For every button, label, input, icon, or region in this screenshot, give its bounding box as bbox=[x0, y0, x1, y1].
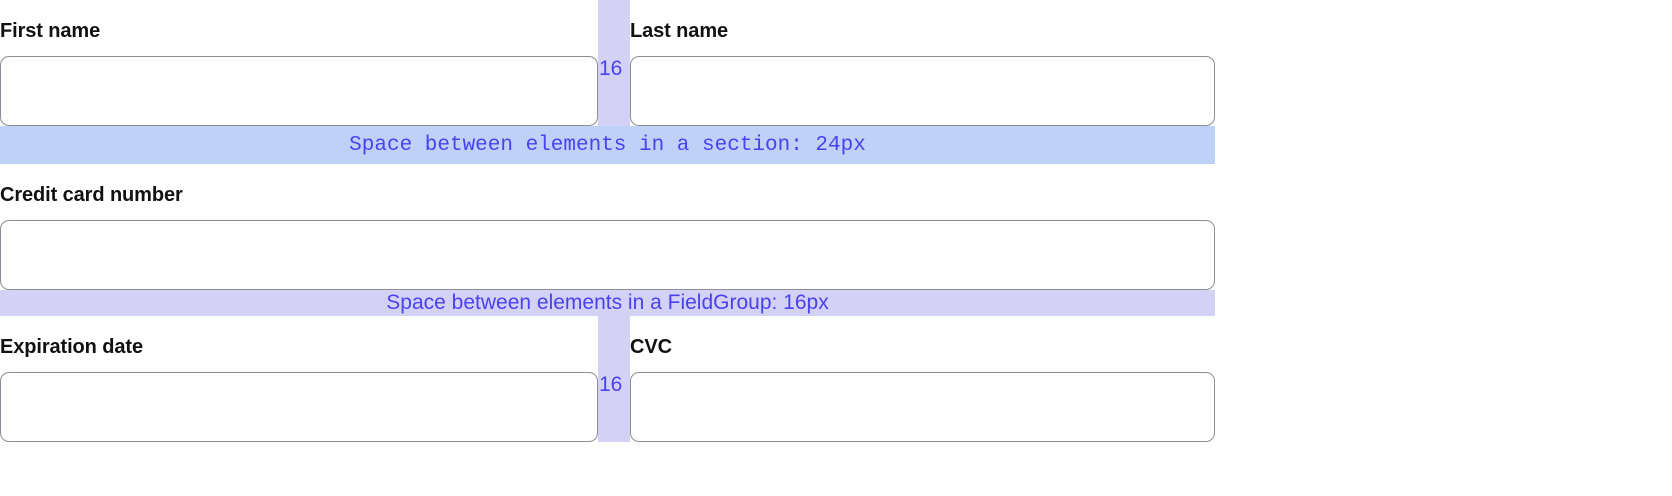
credit-card-field: Credit card number bbox=[0, 164, 1215, 290]
section-spacing-text: Space between elements in a section: 24p… bbox=[349, 133, 866, 157]
expiry-field-row: Expiration date 16 CVC bbox=[0, 316, 1215, 442]
fieldgroup-spacing-text: Space between elements in a FieldGroup: … bbox=[386, 291, 829, 314]
last-name-label: Last name bbox=[630, 20, 729, 42]
name-field-row: First name 16 Last name bbox=[0, 0, 1215, 126]
expiration-date-input[interactable] bbox=[0, 372, 598, 442]
credit-card-input[interactable] bbox=[0, 220, 1215, 290]
expiration-date-label: Expiration date bbox=[0, 336, 143, 358]
cvc-label: CVC bbox=[630, 336, 672, 358]
last-name-field: Last name bbox=[630, 0, 1215, 126]
expiry-row-gap-label: 16 bbox=[599, 373, 623, 396]
last-name-input[interactable] bbox=[630, 56, 1215, 126]
form-content: First name 16 Last name Space between el… bbox=[0, 0, 1215, 442]
first-name-field: First name bbox=[0, 0, 598, 126]
credit-card-field-row: Credit card number bbox=[0, 164, 1215, 290]
first-name-input[interactable] bbox=[0, 56, 598, 126]
name-row-gap-label: 16 bbox=[599, 57, 623, 80]
expiration-date-field: Expiration date bbox=[0, 316, 598, 442]
name-row-gap-spacer: 16 bbox=[598, 0, 630, 126]
section-spacing-band: Space between elements in a section: 24p… bbox=[0, 126, 1215, 164]
first-name-label: First name bbox=[0, 20, 101, 42]
cvc-field: CVC bbox=[630, 316, 1215, 442]
fieldgroup-spacing-band: Space between elements in a FieldGroup: … bbox=[0, 290, 1215, 316]
expiry-row-gap-spacer: 16 bbox=[598, 316, 630, 442]
credit-card-label: Credit card number bbox=[0, 184, 183, 206]
cvc-input[interactable] bbox=[630, 372, 1215, 442]
